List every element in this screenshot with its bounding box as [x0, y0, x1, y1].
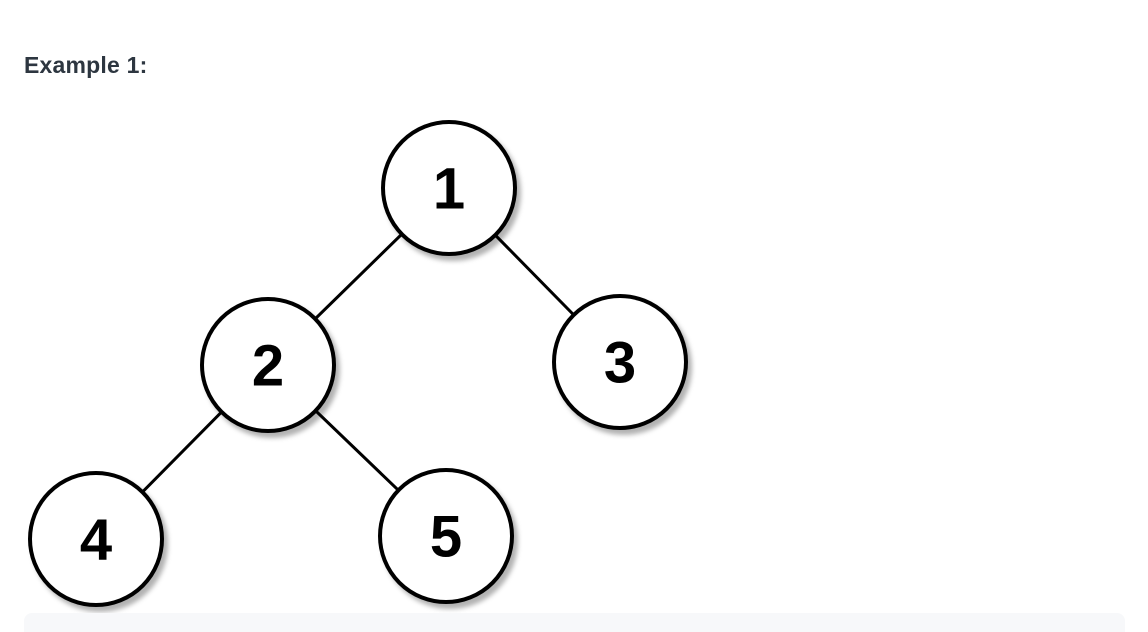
example-heading: Example 1: — [24, 52, 148, 78]
tree-node-value: 5 — [430, 505, 462, 570]
tree-node-value: 4 — [80, 508, 112, 573]
tree-edge-1-2 — [266, 186, 451, 367]
tree-edge-2-4 — [94, 363, 270, 541]
tree-node-4: 4 — [28, 471, 164, 607]
tree-node-value: 2 — [252, 334, 284, 399]
tree-edge-2-5 — [266, 363, 448, 538]
tree-node-circle — [378, 468, 514, 604]
tree-node-circle — [200, 297, 336, 433]
code-block-top — [24, 613, 1125, 632]
tree-node-5: 5 — [378, 468, 514, 604]
tree-node-2: 2 — [200, 297, 336, 433]
tree-node-1: 1 — [381, 120, 517, 256]
tree-edge-1-3 — [447, 186, 622, 364]
tree-node-circle — [28, 471, 164, 607]
tree-node-circle — [552, 294, 688, 430]
tree-node-value: 3 — [604, 331, 636, 396]
tree-node-circle — [381, 120, 517, 256]
tree-node-3: 3 — [552, 294, 688, 430]
tree-node-value: 1 — [433, 157, 465, 222]
